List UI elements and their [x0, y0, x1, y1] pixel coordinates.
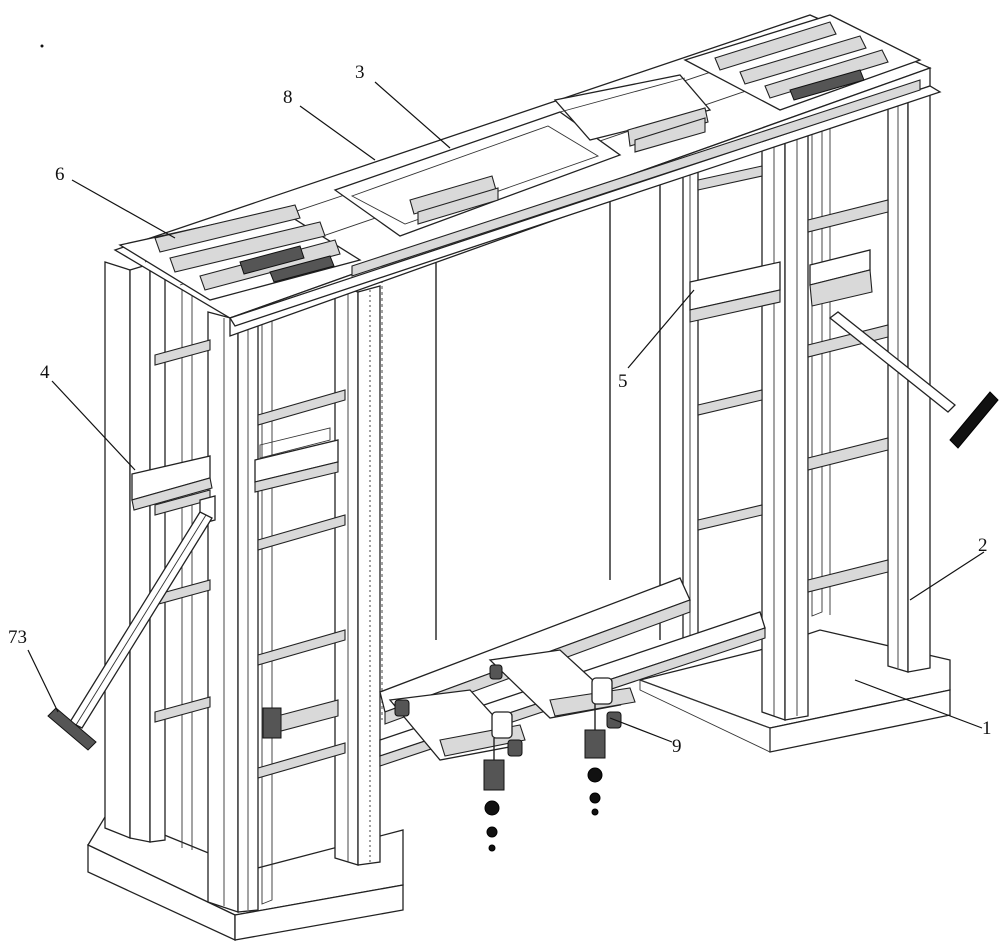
left-tower	[105, 262, 380, 912]
label-top-left-rails: 6	[55, 164, 65, 185]
label-lift-crossbar: 8	[283, 87, 293, 108]
label-column: 2	[978, 535, 988, 556]
label-bottom-cart: 9	[672, 736, 682, 757]
label-right-carriage: 5	[618, 371, 628, 392]
label-brace-handle: 73	[8, 627, 27, 648]
label-left-carriage: 4	[40, 362, 50, 383]
speck-mark	[41, 45, 44, 48]
label-top-beam: 3	[355, 62, 365, 83]
label-base: 1	[982, 718, 992, 739]
